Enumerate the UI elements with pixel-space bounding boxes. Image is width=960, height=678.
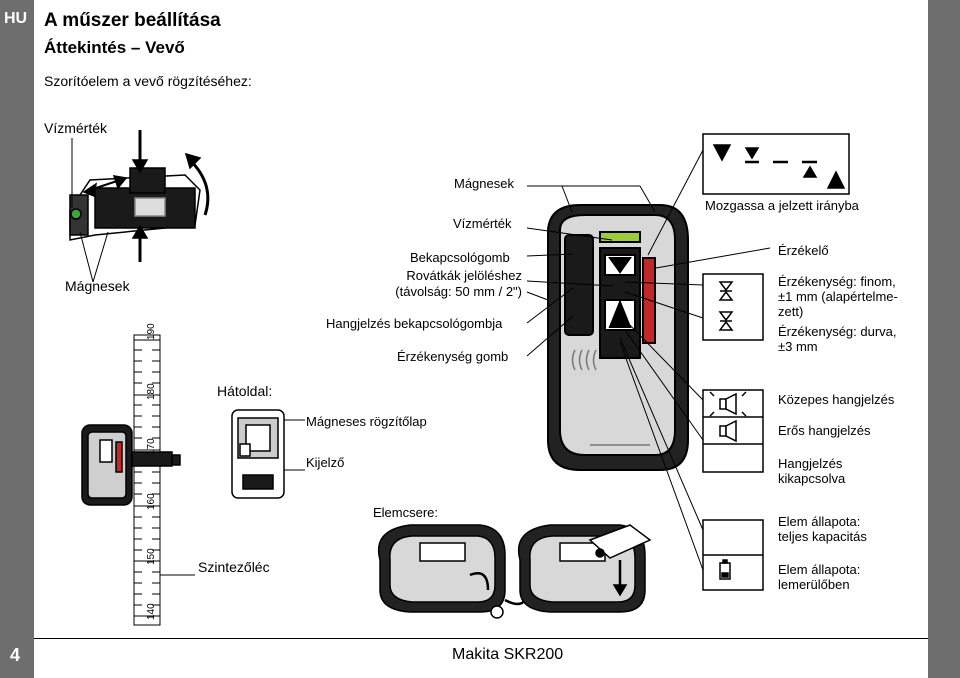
- battery-full-line1: Elem állapota:: [778, 514, 861, 529]
- battery-icons: [702, 519, 764, 591]
- direction-legend-box: [702, 133, 850, 195]
- battery-low-line1: Elem állapota:: [778, 562, 861, 577]
- callout-lines: [526, 149, 771, 571]
- beep-off-line1: Hangjelzés: [778, 456, 843, 471]
- coarse-sensitivity-line1: Érzékenység: durva,: [778, 324, 897, 339]
- intro-text: Szorítóelem a vevő rögzítéséhez:: [44, 73, 252, 89]
- power-button-label: Bekapcsológomb: [410, 250, 510, 265]
- sensor-label: Érzékelő: [778, 243, 829, 258]
- magnetic-plate-label: Mágneses rögzítőlap: [306, 414, 427, 429]
- rod-tick: 140: [146, 603, 157, 620]
- right-sidebar: [928, 0, 960, 678]
- page-subtitle: Áttekintés – Vevő: [44, 38, 185, 57]
- beep-loud-label: Erős hangjelzés: [778, 423, 871, 438]
- level-rod: [133, 334, 305, 626]
- footer-divider: [34, 638, 928, 639]
- main-receiver: [547, 204, 689, 471]
- receiver-vial-label: Vízmérték: [453, 216, 512, 231]
- receiver-magnets-label: Mágnesek: [454, 176, 514, 191]
- rod-tick: 180: [146, 383, 157, 400]
- rod-tick: 150: [146, 548, 157, 565]
- coarse-sensitivity-line2: ±3 mm: [778, 339, 818, 354]
- sensitivity-icons: [702, 273, 764, 341]
- left-sidebar: [0, 0, 34, 678]
- clamp-illustration: [69, 130, 210, 283]
- page-title: A műszer beállítása: [44, 10, 221, 31]
- rod-tick: 170: [146, 438, 157, 455]
- display-label: Kijelző: [306, 455, 345, 470]
- battery-change-illustration: [377, 524, 652, 619]
- beep-icons: [702, 389, 764, 473]
- back-side-label: Hátoldal:: [217, 383, 273, 399]
- clamp-magnets-label: Mágnesek: [65, 278, 130, 294]
- receiver-back: [231, 409, 285, 499]
- beep-button-label: Hangjelzés bekapcsológombja: [326, 316, 503, 331]
- battery-full-line2: teljes kapacitás: [778, 529, 867, 544]
- move-direction-label: Mozgassa a jelzett irányba: [705, 198, 859, 213]
- footer-model: Makita SKR200: [452, 646, 564, 663]
- notch-label-line2: (távolság: 50 mm / 2"): [395, 284, 522, 299]
- beep-off-line2: kikapcsolva: [778, 471, 846, 486]
- level-rod-label: Szintezőléc: [198, 559, 270, 575]
- battery-change-label: Elemcsere:: [373, 505, 439, 520]
- battery-low-line2: lemerülőben: [778, 577, 850, 592]
- clamp-vial-label: Vízmérték: [44, 120, 108, 136]
- sensitivity-button-label: Érzékenység gomb: [397, 349, 509, 364]
- notch-label-line1: Rovátkák jelöléshez: [406, 268, 522, 283]
- rod-tick: 190: [146, 323, 157, 340]
- fine-sensitivity-line3: zett): [778, 304, 804, 319]
- rod-tick: 160: [146, 493, 157, 510]
- receiver-on-rod: [81, 424, 181, 506]
- fine-sensitivity-line1: Érzékenység: finom,: [778, 274, 896, 289]
- page-number: 4: [10, 645, 21, 665]
- language-tag: HU: [4, 10, 28, 27]
- beep-medium-label: Közepes hangjelzés: [778, 392, 895, 407]
- fine-sensitivity-line2: ±1 mm (alapértelme-: [778, 289, 898, 304]
